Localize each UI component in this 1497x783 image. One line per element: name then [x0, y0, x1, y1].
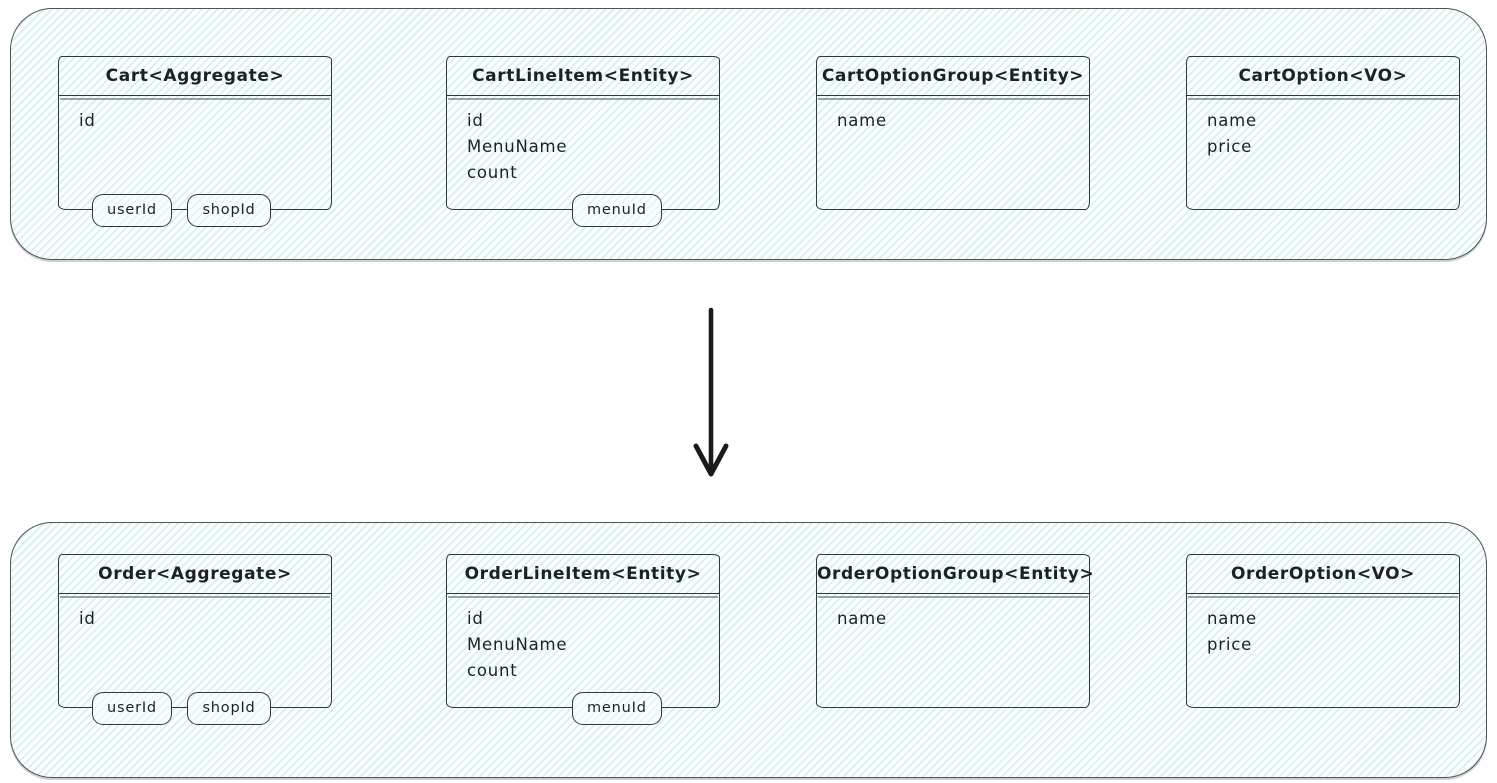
class-title: Cart<Aggregate> — [59, 57, 331, 100]
class-fields: id MenuName count — [447, 96, 719, 186]
class-box-order-option[interactable]: OrderOption<VO> name price — [1186, 554, 1460, 708]
class-box-order-line-item[interactable]: OrderLineItem<Entity> id MenuName count … — [446, 554, 720, 725]
pill-userid[interactable]: userId — [92, 691, 172, 725]
field-menuname: MenuName — [467, 137, 568, 156]
field-price: price — [1207, 137, 1253, 156]
class-box-cart-option[interactable]: CartOption<VO> name price — [1186, 56, 1460, 210]
class-title: CartOption<VO> — [1187, 57, 1459, 100]
field-name: name — [837, 111, 887, 130]
class-box-order-aggregate[interactable]: Order<Aggregate> id userId shopId — [58, 554, 332, 725]
class-title: CartLineItem<Entity> — [447, 57, 719, 100]
pill-shopid[interactable]: shopId — [187, 193, 271, 227]
class-title: OrderOption<VO> — [1187, 555, 1459, 598]
class-title: Order<Aggregate> — [59, 555, 331, 598]
field-id: id — [79, 609, 96, 628]
class-title: OrderOptionGroup<Entity> — [817, 555, 1094, 598]
pill-menuid[interactable]: menuId — [572, 691, 662, 725]
class-fields: name — [817, 594, 1089, 632]
field-name: name — [1207, 111, 1257, 130]
field-name: name — [837, 609, 887, 628]
pill-menuid[interactable]: menuId — [572, 193, 662, 227]
cart-model-group[interactable]: Cart<Aggregate> id userId shopId CartLin… — [10, 8, 1487, 260]
class-box-cart-aggregate[interactable]: Cart<Aggregate> id userId shopId — [58, 56, 332, 227]
class-fields: name — [817, 96, 1089, 134]
class-fields: id — [59, 594, 331, 632]
class-fields: id — [59, 96, 331, 134]
order-model-group[interactable]: Order<Aggregate> id userId shopId OrderL… — [10, 522, 1487, 778]
field-menuname: MenuName — [467, 635, 568, 654]
class-box-cart-option-group[interactable]: CartOptionGroup<Entity> name — [816, 56, 1090, 210]
class-fields: name price — [1187, 96, 1459, 160]
pill-userid[interactable]: userId — [92, 193, 172, 227]
class-title: CartOptionGroup<Entity> — [817, 57, 1089, 100]
field-count: count — [467, 163, 518, 182]
field-name: name — [1207, 609, 1257, 628]
class-fields: id MenuName count — [447, 594, 719, 684]
field-price: price — [1207, 635, 1253, 654]
pill-shopid[interactable]: shopId — [187, 691, 271, 725]
field-count: count — [467, 661, 518, 680]
class-fields: name price — [1187, 594, 1459, 658]
field-id: id — [467, 111, 484, 130]
down-arrow-icon — [693, 307, 729, 477]
class-box-order-option-group[interactable]: OrderOptionGroup<Entity> name — [816, 554, 1094, 708]
transform-down-arrow[interactable] — [686, 304, 736, 484]
class-box-cart-line-item[interactable]: CartLineItem<Entity> id MenuName count m… — [446, 56, 720, 227]
field-id: id — [467, 609, 484, 628]
class-title: OrderLineItem<Entity> — [447, 555, 719, 598]
field-id: id — [79, 111, 96, 130]
